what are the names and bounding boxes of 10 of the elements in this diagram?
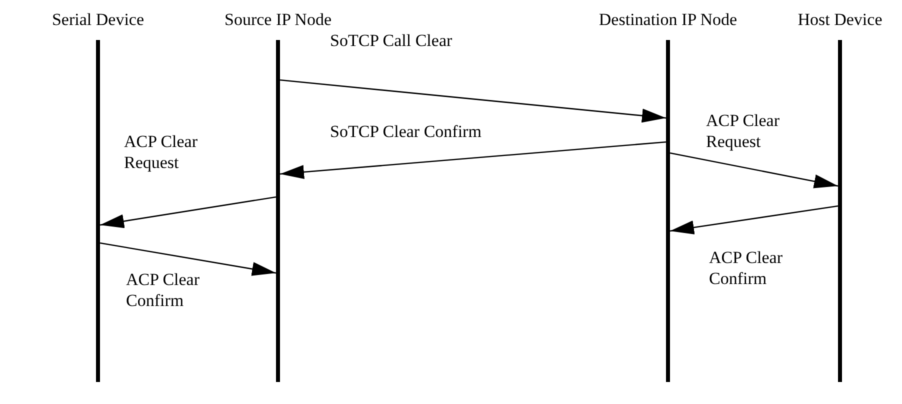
lifeline-label: Host Device xyxy=(798,10,882,30)
message-arrow xyxy=(670,152,838,188)
message-arrow xyxy=(280,141,666,179)
message-arrow xyxy=(100,196,276,228)
message-arrow xyxy=(670,205,838,234)
lifeline-label: Source IP Node xyxy=(224,10,332,30)
message-arrow xyxy=(100,242,276,276)
lifeline-label: Destination IP Node xyxy=(598,10,738,30)
lifeline-label: Serial Device xyxy=(52,10,144,30)
message-arrow xyxy=(280,79,666,123)
